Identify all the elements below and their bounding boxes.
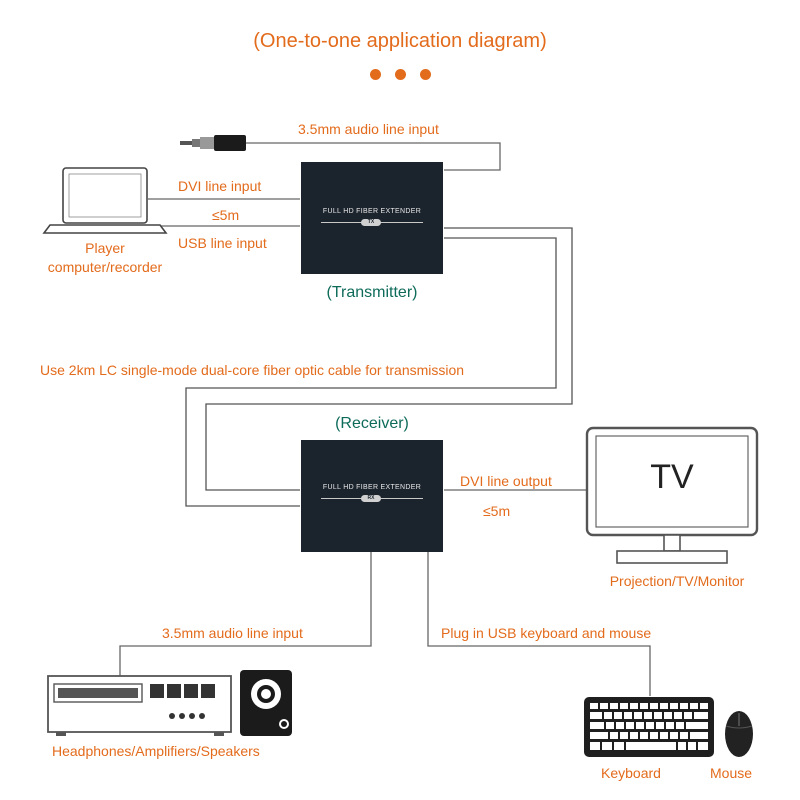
source-label: Player computer/recorder <box>40 239 170 277</box>
usb-output-label: Plug in USB keyboard and mouse <box>441 625 652 641</box>
tx-audio-input-label: 3.5mm audio line input <box>298 121 439 137</box>
diagram-title: (One-to-one application diagram) <box>253 30 547 52</box>
audio-jack-icon <box>180 135 246 151</box>
audio-devices-label: Headphones/Amplifiers/Speakers <box>52 743 260 759</box>
usb-output-cable <box>427 552 651 696</box>
keyboard-icon <box>584 697 714 757</box>
laptop-icon <box>42 167 168 234</box>
source-label-line2: computer/recorder <box>47 259 163 275</box>
keyboard-label: Keyboard <box>601 765 661 781</box>
rx-audio-output-label: 3.5mm audio line input <box>162 625 303 641</box>
usb-input-label: USB line input <box>178 235 267 251</box>
tx-distance-label: ≤5m <box>212 207 240 223</box>
fiber-cable-label: Use 2km LC single-mode dual-core fiber o… <box>40 362 465 378</box>
monitor-icon <box>585 426 759 564</box>
amplifier-icon <box>47 675 232 736</box>
dvi-input-label: DVI line input <box>178 178 262 194</box>
display-label: Projection/TV/Monitor <box>609 573 745 589</box>
receiver-box-text: FULL HD FIBER EXTENDER <box>322 484 422 491</box>
dot-2 <box>395 69 406 80</box>
transmitter-caption: (Transmitter) <box>326 284 418 301</box>
speaker-icon <box>240 670 292 736</box>
dot-3 <box>420 69 431 80</box>
receiver-tag: RX <box>361 495 381 502</box>
tx-audio-cable <box>246 142 501 171</box>
mouse-icon <box>725 711 753 757</box>
dvi-output-label: DVI line output <box>460 473 552 489</box>
transmitter-tag: TX <box>361 219 381 226</box>
rx-audio-cable <box>119 552 372 676</box>
source-label-line1: Player <box>85 240 125 256</box>
tv-screen-text: TV <box>650 458 694 496</box>
transmitter-box-text: FULL HD FIBER EXTENDER <box>322 208 422 215</box>
receiver-caption: (Receiver) <box>335 415 409 432</box>
dot-1 <box>370 69 381 80</box>
receiver-box: FULL HD FIBER EXTENDER RX <box>301 440 443 552</box>
transmitter-box: FULL HD FIBER EXTENDER TX <box>301 162 443 274</box>
decorative-dots <box>370 69 432 81</box>
mouse-label: Mouse <box>710 765 753 781</box>
fiber-cable <box>185 227 573 507</box>
rx-distance-label: ≤5m <box>483 503 511 519</box>
